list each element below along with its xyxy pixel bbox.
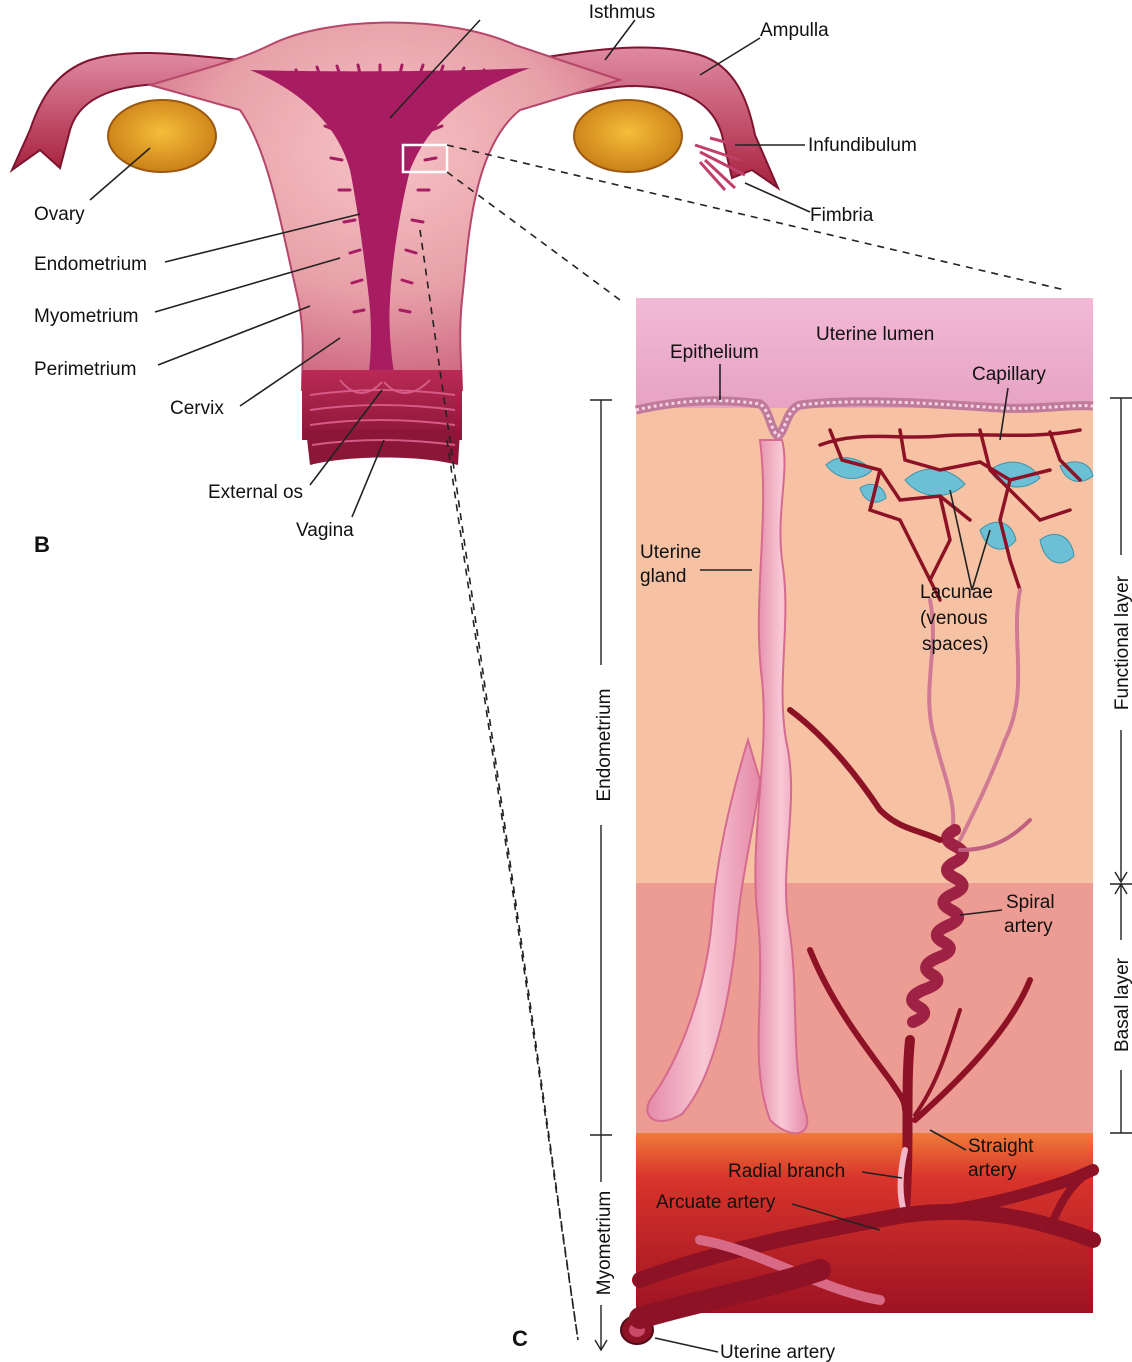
panel-b-letter: B [34, 532, 50, 557]
label-functional-layer: Functional layer [1112, 575, 1132, 710]
panel-c: Uterine lumen Epithelium Capillary Uteri… [512, 298, 1132, 1362]
label-external-os: External os [208, 482, 303, 503]
label-spiral-artery-2: artery [1004, 916, 1053, 937]
left-ovary [108, 100, 216, 172]
label-fimbria: Fimbria [810, 205, 874, 226]
label-infundibulum: Infundibulum [808, 135, 917, 156]
label-spiral-artery-1: Spiral [1006, 892, 1055, 913]
label-lacunae-1: Lacunae [920, 582, 993, 603]
label-straight-artery-2: artery [968, 1160, 1017, 1181]
label-epithelium: Epithelium [670, 342, 759, 363]
label-vagina: Vagina [296, 520, 354, 541]
label-myometrium: Myometrium [34, 306, 139, 327]
label-endometrium-dim: Endometrium [594, 689, 615, 802]
right-ovary [574, 100, 682, 172]
label-myometrium-dim: Myometrium [594, 1191, 615, 1296]
straight-artery [905, 1040, 910, 1210]
label-isthmus: Isthmus [589, 2, 656, 23]
label-straight-artery-1: Straight [968, 1136, 1034, 1157]
label-capillary: Capillary [972, 364, 1046, 385]
label-ovary: Ovary [34, 204, 85, 225]
label-uterine-lumen: Uterine lumen [816, 324, 934, 345]
panel-c-letter: C [512, 1326, 528, 1351]
label-endometrium: Endometrium [34, 254, 147, 275]
label-basal-layer: Basal layer [1112, 957, 1132, 1052]
label-uterine-gland-2: gland [640, 566, 687, 587]
label-lacunae-3: spaces) [922, 634, 989, 655]
label-uterine-artery: Uterine artery [720, 1342, 836, 1362]
label-uterine-gland-1: Uterine [640, 542, 701, 563]
label-lacunae-2: (venous [920, 608, 988, 629]
label-arcuate-artery: Arcuate artery [656, 1192, 776, 1213]
label-cervix: Cervix [170, 398, 224, 419]
label-radial-branch: Radial branch [728, 1161, 845, 1182]
label-perimetrium: Perimetrium [34, 359, 136, 380]
label-ampulla: Ampulla [760, 20, 829, 41]
